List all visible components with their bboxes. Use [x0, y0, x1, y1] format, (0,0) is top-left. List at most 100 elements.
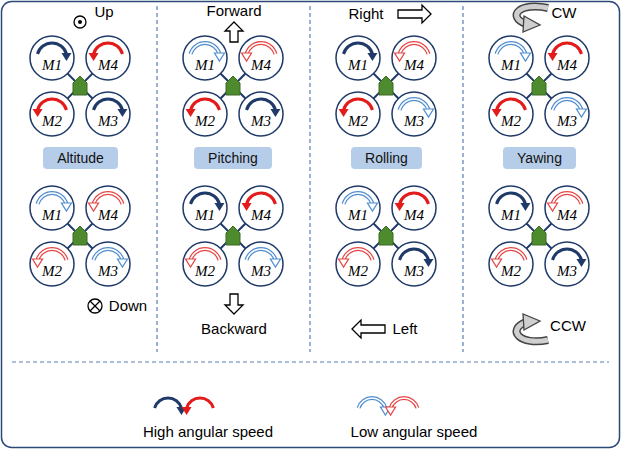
rotation-arrow — [247, 249, 276, 260]
rotation-arrow — [94, 193, 123, 204]
rotation-arrow — [344, 43, 373, 54]
drone-body — [226, 76, 240, 95]
arrow-head — [386, 407, 396, 415]
right-arrow — [398, 5, 431, 23]
motor-ring — [30, 186, 74, 230]
legend-sample — [155, 398, 214, 415]
motor-ring — [30, 92, 74, 136]
motor-ring — [545, 186, 589, 230]
rotation-arrow-core — [191, 43, 220, 54]
motor-ring — [545, 92, 589, 136]
legend-sample — [359, 398, 418, 415]
symbol-cross — [90, 301, 100, 311]
rotation-arrow — [344, 99, 373, 110]
motor-circle: M4 — [85, 185, 131, 231]
motor-label: M4 — [391, 57, 437, 73]
arrow-head — [367, 203, 377, 211]
arrow-head — [367, 53, 377, 61]
motor-label: M4 — [391, 207, 437, 223]
motor-label: M2 — [182, 263, 228, 279]
motor-ring — [86, 186, 130, 230]
motor-circle: M2 — [488, 241, 534, 287]
direction-label: Forward — [206, 2, 261, 20]
motor-label: M4 — [238, 207, 284, 223]
drone-body — [73, 226, 87, 245]
rotation-arrow — [400, 193, 429, 204]
motor-label: M3 — [85, 263, 131, 279]
arrow-head — [423, 109, 433, 117]
motor-circle: M1 — [488, 185, 534, 231]
motor-ring — [489, 92, 533, 136]
motor-circle: M4 — [238, 185, 284, 231]
motor-ring — [392, 186, 436, 230]
backward-arrow — [225, 294, 243, 314]
motor-ring — [183, 242, 227, 286]
arrow-head — [270, 109, 280, 117]
rotation-arrow-core — [344, 249, 373, 260]
drone-body — [73, 76, 87, 95]
rotation-arrow — [247, 43, 276, 54]
motor-ring — [86, 242, 130, 286]
motor-label: M4 — [544, 57, 590, 73]
motor-ring — [392, 36, 436, 80]
category-label: Altitude — [57, 150, 104, 166]
motor-circle: M2 — [182, 91, 228, 137]
rotation-arrow — [553, 193, 582, 204]
rotation-arrow — [38, 249, 67, 260]
motor-circle: M3 — [391, 241, 437, 287]
motor-ring — [336, 242, 380, 286]
rotation-arrow-core — [38, 193, 67, 204]
motor-circle: M3 — [544, 91, 590, 137]
motor-ring — [336, 92, 380, 136]
motor-circle: M4 — [391, 35, 437, 81]
drone-frames — [52, 58, 567, 264]
arrow-head — [520, 203, 530, 211]
curved-arrow-head — [523, 314, 540, 330]
motor-circle: M1 — [488, 35, 534, 81]
motor-label: M2 — [29, 113, 75, 129]
rotation-arrow — [191, 99, 220, 110]
motor-circle: M2 — [335, 241, 381, 287]
arrow-head — [214, 203, 224, 211]
category-box: Rolling — [351, 147, 422, 169]
rotation-arrow — [497, 43, 526, 54]
motor-label: M3 — [391, 113, 437, 129]
curved-arrow-head — [523, 16, 540, 32]
motor-circle: M2 — [29, 241, 75, 287]
motor-label: M2 — [182, 113, 228, 129]
rotation-arrow-core — [400, 43, 429, 54]
direction-label: Up — [94, 3, 113, 21]
arrow-head — [89, 203, 99, 211]
arrow-head — [242, 203, 252, 211]
drone-body — [532, 226, 546, 245]
rotation-arrow — [400, 43, 429, 54]
motor-label: M4 — [238, 57, 284, 73]
motor-label: M4 — [544, 207, 590, 223]
symbol-dot — [78, 20, 82, 24]
rotation-arrow — [247, 99, 276, 110]
motor-circle: M3 — [85, 241, 131, 287]
direction-label: CW — [552, 4, 577, 22]
arrow-head — [270, 259, 280, 267]
rotation-arrow — [497, 249, 526, 260]
category-label: Rolling — [365, 150, 408, 166]
motor-ring — [489, 242, 533, 286]
motor-circle: M2 — [182, 241, 228, 287]
arrow-head — [242, 53, 252, 61]
motor-circle: M3 — [238, 91, 284, 137]
rotation-arrow-core — [344, 193, 373, 204]
motor-ring — [30, 36, 74, 80]
motor-ring — [183, 36, 227, 80]
motor-ring — [239, 242, 283, 286]
rotation-arrow — [553, 43, 582, 54]
motor-label: M2 — [335, 263, 381, 279]
arrow-head — [548, 53, 558, 61]
motor-circle: M1 — [29, 35, 75, 81]
motor-label: M4 — [85, 57, 131, 73]
direction-label: Left — [392, 320, 417, 338]
rotation-arrow — [191, 249, 220, 260]
rotation-arrow — [344, 193, 373, 204]
rotation-arrow-core — [247, 43, 276, 54]
rotation-arrow-core — [191, 249, 220, 260]
